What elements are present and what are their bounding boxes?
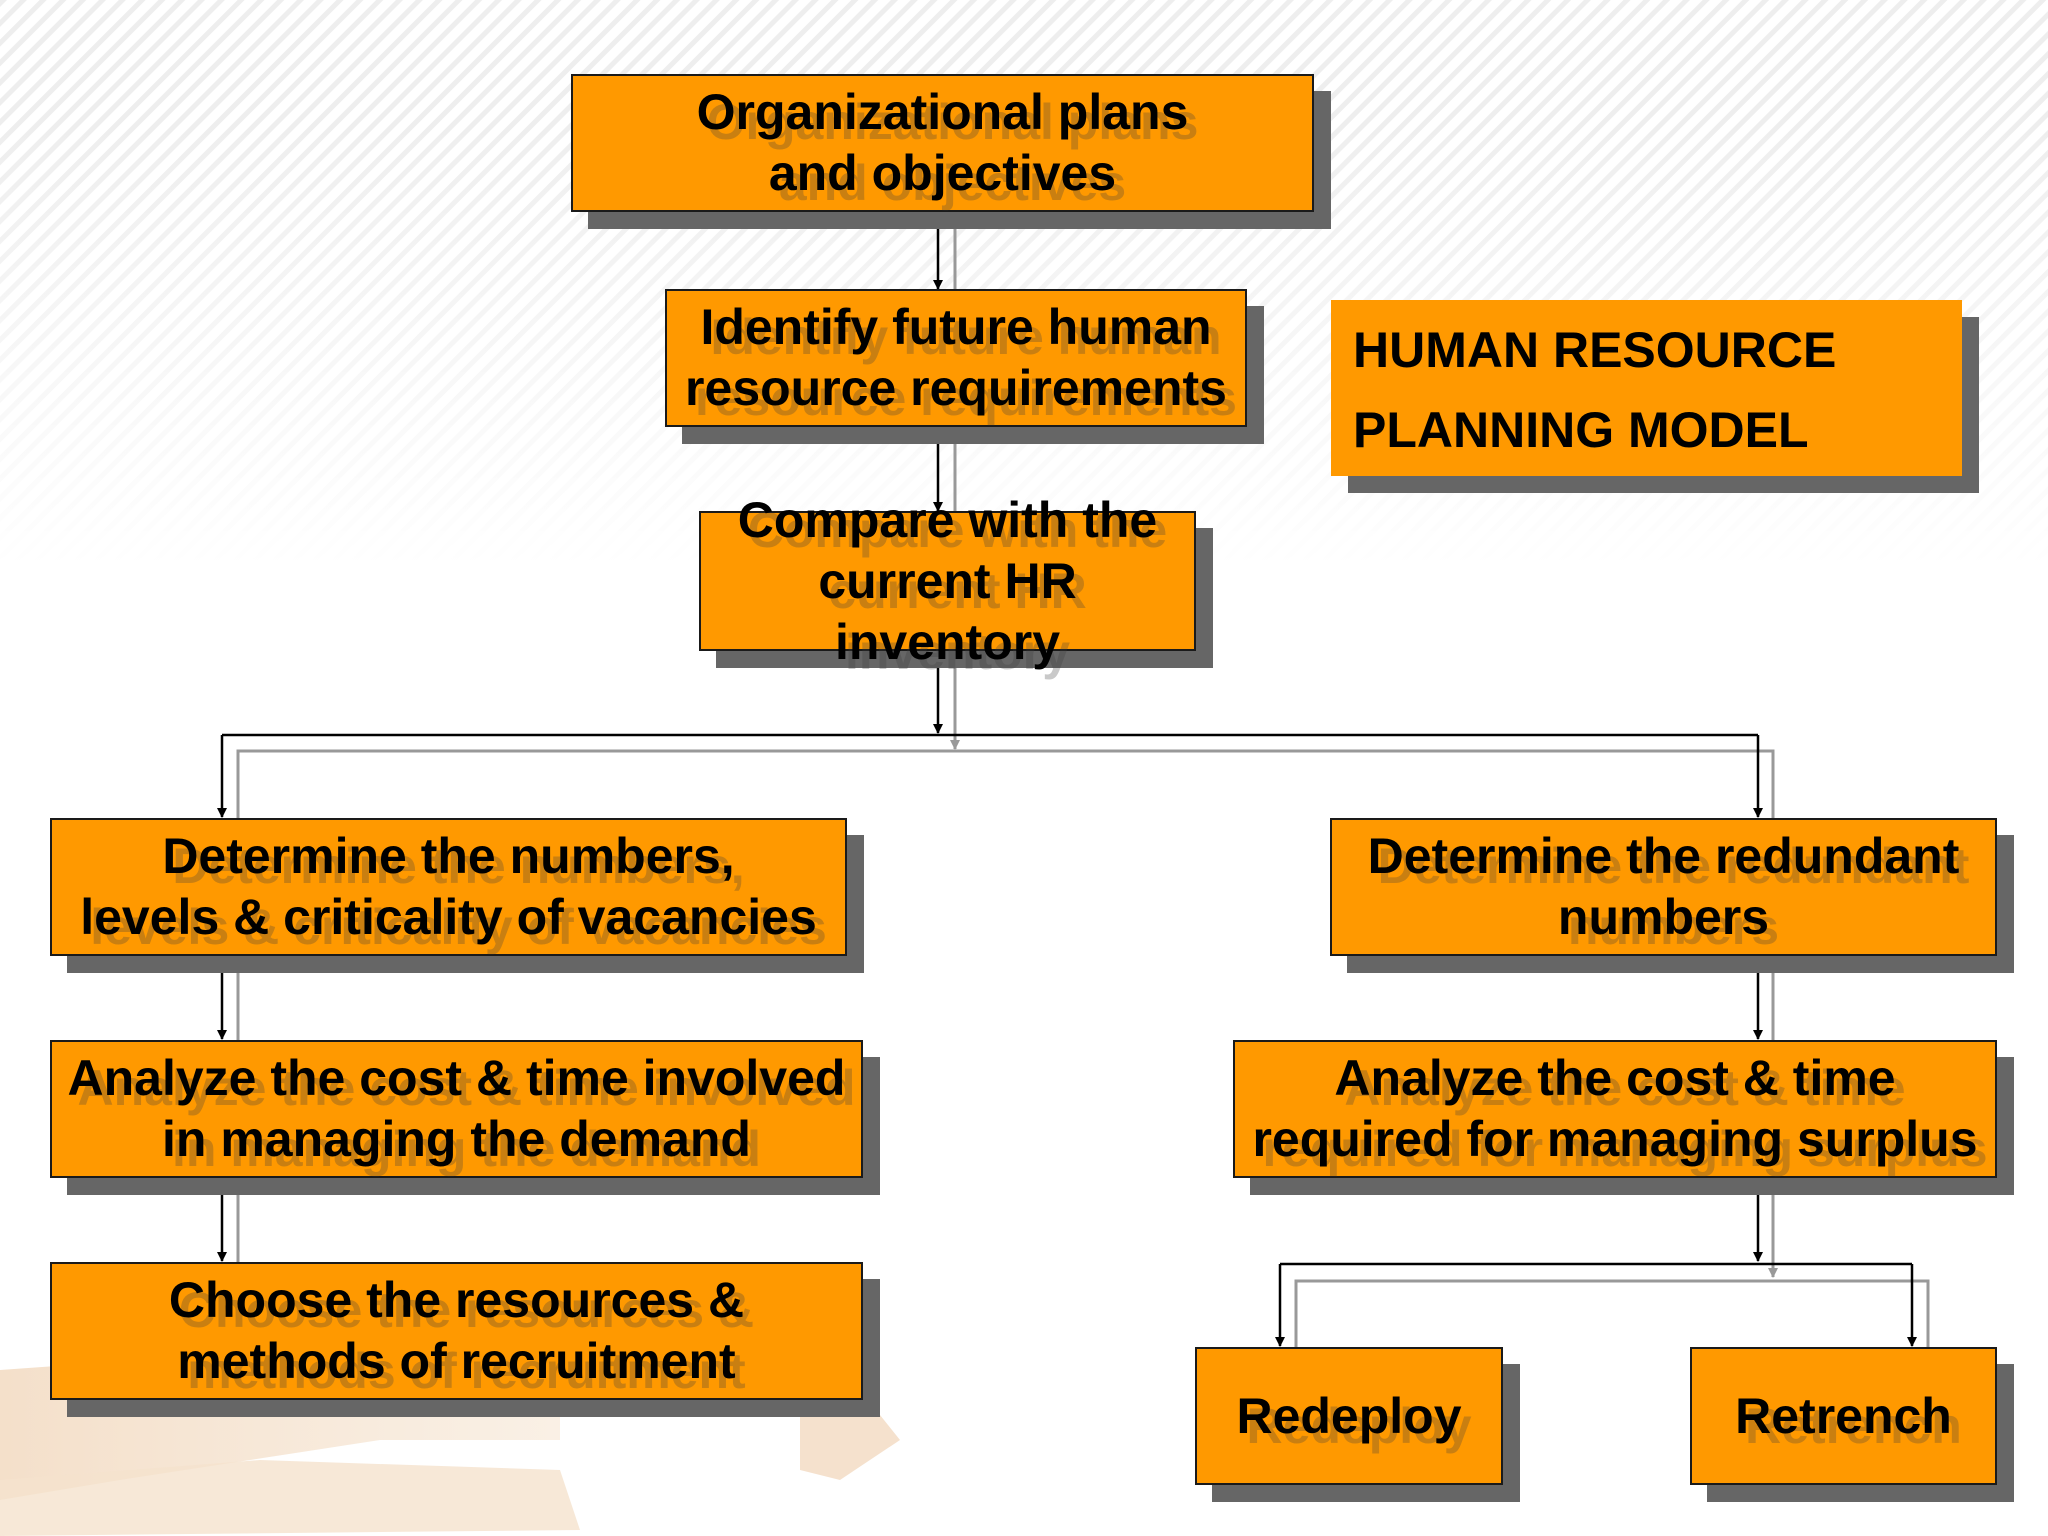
node-redeploy: Redeploy (1195, 1347, 1503, 1485)
node-organizational-plans: Organizational plans and objectives (571, 74, 1314, 212)
node-compare-inventory: Compare with the current HR inventory (699, 492, 1196, 670)
node-label: Analyze the cost & time involved in mana… (67, 1050, 846, 1167)
diagram-title: HUMAN RESOURCE PLANNING MODEL (1331, 300, 1962, 476)
decor-arrow-shape (800, 1390, 900, 1480)
node-determine-redundant: Determine the redundant numbers (1330, 818, 1997, 956)
node-label: Identify future human resource requireme… (685, 299, 1227, 416)
node-label: Retrench (1735, 1387, 1952, 1444)
node-choose-recruitment: Choose the resources & methods of recrui… (50, 1262, 863, 1400)
decor-arrow-shape (0, 1460, 580, 1536)
node-retrench: Retrench (1690, 1347, 1997, 1485)
node-identify-requirements: Identify future human resource requireme… (665, 289, 1247, 427)
title-line-2: PLANNING MODEL (1353, 402, 1809, 458)
node-analyze-demand: Analyze the cost & time involved in mana… (50, 1040, 863, 1178)
node-label: Determine the redundant numbers (1367, 828, 1960, 945)
node-label: Compare with the current HR inventory (737, 491, 1158, 670)
connectors (217, 212, 1917, 1347)
node-label: Choose the resources & methods of recrui… (168, 1272, 745, 1389)
connector-shadow (1294, 1279, 1930, 1365)
node-label: Determine the numbers, levels & critical… (80, 828, 817, 945)
node-label: Redeploy (1236, 1387, 1462, 1444)
node-label: Organizational plans and objectives (696, 84, 1189, 201)
connector-shadow (236, 749, 1775, 833)
node-analyze-surplus: Analyze the cost & time required for man… (1233, 1040, 1997, 1178)
node-determine-vacancies: Determine the numbers, levels & critical… (50, 818, 847, 956)
node-label: Analyze the cost & time required for man… (1252, 1050, 1978, 1167)
title-line-1: HUMAN RESOURCE (1353, 322, 1837, 378)
